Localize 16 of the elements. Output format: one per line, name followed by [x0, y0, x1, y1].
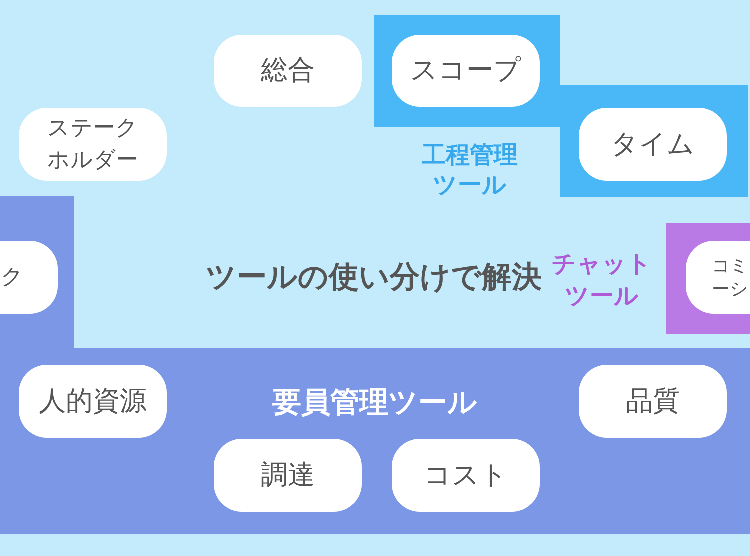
tool-band — [374, 15, 748, 197]
headline-text: ツールの使い分けで解決 — [206, 259, 542, 297]
topic-box: コミーシ — [686, 241, 750, 314]
band-label: チャットツール — [551, 249, 653, 312]
topic-box: 品質 — [579, 365, 727, 438]
band-label: 要員管理ツール — [272, 384, 478, 420]
tool-band — [0, 196, 750, 534]
topic-box: スコープ — [392, 35, 540, 107]
topic-box: ク — [0, 241, 58, 314]
topic-box: コスト — [392, 439, 540, 512]
topic-box: 調達 — [214, 439, 362, 512]
topic-box: ステークホルダー — [19, 108, 167, 181]
topic-box: タイム — [579, 108, 727, 181]
topic-box: 人的資源 — [19, 365, 167, 438]
topic-box: 総合 — [214, 35, 362, 107]
band-label: 工程管理ツール — [421, 140, 519, 200]
